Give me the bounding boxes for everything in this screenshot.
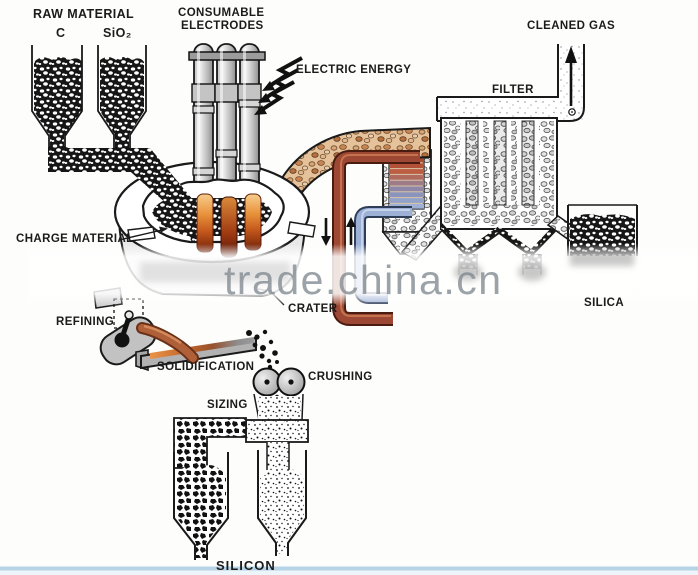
furnace-offgas-duct (280, 126, 431, 200)
silicon-product-hoppers (173, 450, 307, 560)
crater-label: CRATER (288, 303, 338, 315)
silica-label: SILICA (584, 297, 625, 309)
sizing-label: SIZING (207, 399, 248, 411)
fines-channel (267, 442, 289, 470)
electric-energy-bolts-icon (254, 56, 303, 115)
raw-material-hoppers (31, 45, 147, 151)
footer-strip (0, 570, 698, 575)
wash-smudges (140, 250, 634, 282)
cleaned-gas-arrow (565, 46, 577, 106)
consumable-electrodes-label-line2: ELECTRODES (181, 20, 264, 32)
filter-bags (461, 120, 539, 206)
silicon-dioxide-label: SiO₂ (103, 26, 132, 40)
carbon-label: C (56, 26, 66, 40)
refining-label: REFINING (56, 316, 115, 328)
crusher (246, 329, 306, 422)
consumable-electrodes-label-line1: CONSUMABLE (178, 7, 265, 19)
charge-material-arrow (159, 226, 168, 233)
watermark-text: trade.china.cn (224, 257, 503, 303)
filter-label: FILTER (492, 84, 534, 96)
footer-border (0, 566, 698, 571)
flow-down-arrow (321, 218, 331, 246)
solidification-trough (135, 322, 257, 372)
molten-silicon (150, 337, 254, 359)
sizing-screen (173, 393, 309, 470)
electric-energy-label: ELECTRIC ENERGY (296, 64, 412, 76)
coarse-duct (173, 417, 247, 469)
crushing-label: CRUSHING (308, 371, 373, 383)
consumable-electrodes (188, 43, 266, 197)
charge-material-label: CHARGE MATERIAL (16, 233, 134, 245)
solidification-label: SOLIDIFICATION (157, 361, 255, 373)
heat-exchanger-tubes (389, 157, 424, 209)
flow-up-arrow (346, 217, 356, 245)
baghouse-filter (436, 44, 585, 275)
raw-material-label: RAW MATERIAL (33, 7, 135, 21)
electrode-clamp-band (188, 51, 266, 61)
cleaned-gas-label: CLEANED GAS (527, 20, 616, 32)
silicon-label: SILICON (216, 558, 276, 573)
charge-feed-stream (48, 146, 212, 242)
furnace-taphole (287, 221, 316, 238)
